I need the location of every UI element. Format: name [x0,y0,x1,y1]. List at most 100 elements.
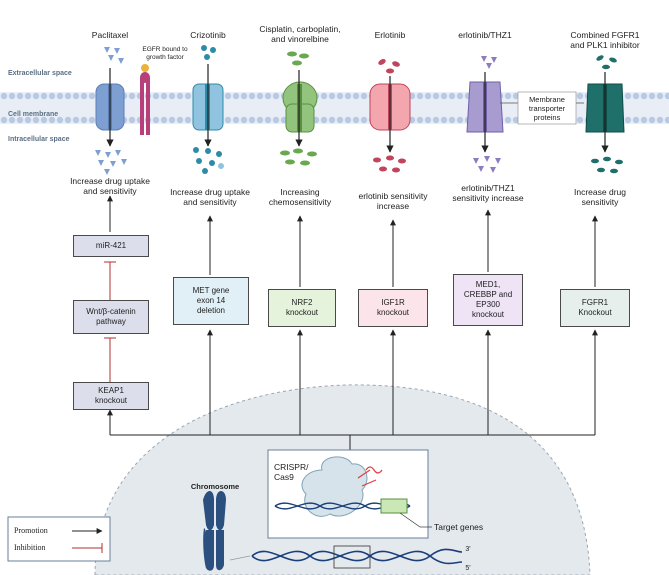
lipid-head [240,92,248,100]
lipid-head [328,92,336,100]
lipid-head [320,92,328,100]
lipid-head [72,116,80,124]
lipid-head [440,116,448,124]
lipid-head [24,92,32,100]
crizotinib-inside [193,147,224,174]
paclitaxel-inside [95,150,127,175]
lipid-head [512,116,520,124]
lipid-head [344,116,352,124]
lipid-head [424,92,432,100]
thz1-inside [473,156,501,173]
lipid-head [256,116,264,124]
cisplatin-molecules [287,51,309,66]
dna-5prime: 5' [465,565,471,572]
lipid-head [576,116,584,124]
lipid-head [432,116,440,124]
lipid-head [72,92,80,100]
box-mir421: miR-421 [73,235,149,257]
lipid-head [24,116,32,124]
lipid-head [328,116,336,124]
lipid-head [128,92,136,100]
lipid-head [640,92,648,100]
crizotinib-molecules [201,45,216,60]
legend-promotion-label: Promotion [14,526,48,535]
lipid-head [248,92,256,100]
cas9-complex [301,456,383,517]
legend-box [7,516,111,562]
lipid-head [624,116,632,124]
legend-inhibition-label: Inhibition [14,543,46,552]
erlotinib-molecules [378,59,400,74]
membrane-label: Cell membrane [8,111,59,118]
lipid-head [160,92,168,100]
lipid-head [360,116,368,124]
lipid-head [224,116,232,124]
lipid-head [64,116,72,124]
lipid-head [80,92,88,100]
lipid-head [624,92,632,100]
target-gene-box [380,498,408,514]
lipid-head [224,92,232,100]
chromosome-label: Chromosome [190,482,240,491]
lipid-head [504,116,512,124]
lipid-head [184,92,192,100]
chromosome-icon [203,491,226,571]
lipid-head [8,116,16,124]
lipid-head [160,116,168,124]
lipid-head [264,92,272,100]
lipid-head [88,116,96,124]
lipid-head [248,116,256,124]
lipid-head [168,116,176,124]
lipid-head [56,92,64,100]
lipid-head [240,116,248,124]
lipid-head [640,116,648,124]
drug-erlotinib-thz1: erlotinib/THZ1 [458,30,512,40]
extracellular-label: Extracellular space [8,70,72,77]
lipid-head [448,92,456,100]
fgfr1-molecules [596,55,617,70]
lipid-head [336,116,344,124]
lipid-head [440,92,448,100]
chromosome-link [229,555,251,561]
lipid-head [176,116,184,124]
drug-paclitaxel: Paclitaxel [91,30,129,40]
lipid-head [504,92,512,100]
lipid-head [448,116,456,124]
lipid-head [264,116,272,124]
drug-cisplatin: Cisplatin, carboplatin,and vinorelbine [259,24,341,44]
lipid-head [64,92,72,100]
paclitaxel-molecules [104,47,124,64]
promotion-arrows [107,195,598,287]
lipid-head [88,92,96,100]
lipid-head [656,116,664,124]
lipid-head [0,92,8,100]
target-callout [399,512,421,528]
lipid-head [40,116,48,124]
lipid-head [664,92,669,100]
lipid-head [456,92,464,100]
lipid-head [336,92,344,100]
drug-erlotinib: Erlotinib [374,30,406,40]
lipid-head [48,92,56,100]
lipid-head [344,92,352,100]
lipid-head [232,116,240,124]
lipid-head [8,92,16,100]
lipid-head [648,92,656,100]
intracellular-label: Intracellular space [8,136,70,143]
lipid-head [632,92,640,100]
cisplatin-inside [280,148,317,166]
drug-crizotinib: Crizotinib [190,30,226,40]
lipid-head [416,116,424,124]
transporter-label-box [517,91,577,125]
